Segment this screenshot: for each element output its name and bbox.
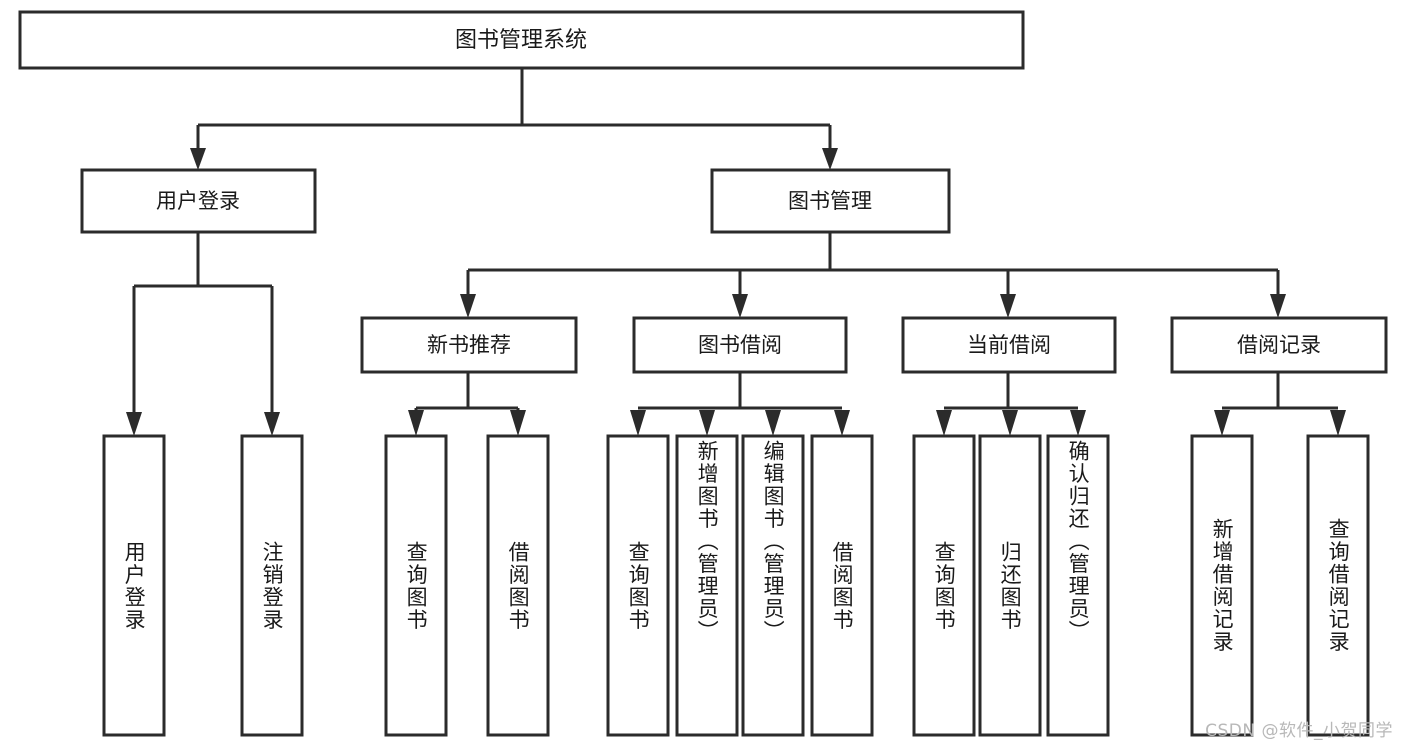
arrow-head-current-borrow xyxy=(1000,294,1016,318)
connectors-borrow-record-to-leaves xyxy=(1214,372,1346,436)
arrow-head-leaf-user-login xyxy=(126,412,142,436)
watermark-text: CSDN @软件_小贺同学 xyxy=(1205,721,1393,741)
leaf-box-logout[interactable] xyxy=(240,434,304,737)
leaf-box-cb-confirm-return[interactable] xyxy=(1046,434,1110,737)
arrow-head-new-book xyxy=(460,294,476,318)
connectors-new-book-to-leaves xyxy=(408,372,526,436)
arrow-head-bb-leaf-1 xyxy=(630,410,646,436)
leaf-box-nb-query-book[interactable] xyxy=(384,434,448,737)
arrow-head-bb-leaf-2 xyxy=(699,410,715,436)
connectors-book-manage-to-level3 xyxy=(460,232,1286,318)
arrow-head-cb-leaf-2 xyxy=(1002,410,1018,436)
node-current-borrow-box[interactable] xyxy=(901,316,1117,374)
leaf-box-bb-borrow-book[interactable] xyxy=(810,434,874,737)
leaf-box-br-add-record[interactable] xyxy=(1190,434,1254,737)
arrow-head-nb-leaf-1 xyxy=(408,410,424,436)
arrow-head-nb-leaf-2 xyxy=(510,410,526,436)
node-book-borrow[interactable]: 图书借阅 xyxy=(632,316,848,374)
arrow-head-user-login xyxy=(190,148,206,170)
node-book-manage-label: 图书管理 xyxy=(788,189,872,213)
leaf-box-bb-query-book[interactable] xyxy=(606,434,670,737)
node-book-manage[interactable]: 图书管理 xyxy=(710,168,951,234)
connectors-root-to-level2 xyxy=(190,68,838,170)
leaf-box-br-query-record[interactable] xyxy=(1306,434,1370,737)
arrow-head-book-manage xyxy=(822,148,838,170)
node-current-borrow-label: 当前借阅 xyxy=(967,333,1051,357)
node-root-box[interactable] xyxy=(18,10,1025,70)
node-book-borrow-box[interactable] xyxy=(632,316,848,374)
node-root-label: 图书管理系统 xyxy=(455,28,587,53)
node-book-manage-box[interactable] xyxy=(710,168,951,234)
connectors-book-borrow-to-leaves xyxy=(630,372,850,436)
leaf-box-user-login[interactable] xyxy=(102,434,166,737)
arrow-head-cb-leaf-3 xyxy=(1070,410,1086,436)
arrow-head-bb-leaf-4 xyxy=(834,410,850,436)
leaf-box-nb-borrow-book[interactable] xyxy=(486,434,550,737)
arrow-head-borrow-record xyxy=(1270,294,1286,318)
node-book-borrow-label: 图书借阅 xyxy=(698,333,782,357)
node-user-login-label: 用户登录 xyxy=(156,189,240,213)
node-borrow-record-box[interactable] xyxy=(1170,316,1388,374)
node-borrow-record[interactable]: 借阅记录 xyxy=(1170,316,1388,374)
arrow-head-br-leaf-2 xyxy=(1330,410,1346,436)
arrow-head-cb-leaf-1 xyxy=(936,410,952,436)
node-borrow-record-label: 借阅记录 xyxy=(1237,333,1321,357)
node-user-login-box[interactable] xyxy=(80,168,317,234)
leaf-box-cb-query-book[interactable] xyxy=(912,434,976,737)
arrow-head-leaf-logout xyxy=(264,412,280,436)
node-current-borrow[interactable]: 当前借阅 xyxy=(901,316,1117,374)
leaf-box-cb-return-book[interactable] xyxy=(978,434,1042,737)
node-user-login[interactable]: 用户登录 xyxy=(80,168,317,234)
arrow-head-br-leaf-1 xyxy=(1214,410,1230,436)
connectors-user-login-to-leaves xyxy=(126,232,280,436)
connectors-current-borrow-to-leaves xyxy=(936,372,1086,436)
arrow-head-bb-leaf-3 xyxy=(765,410,781,436)
node-new-book-recommend[interactable]: 新书推荐 xyxy=(360,316,578,374)
node-new-book-recommend-label: 新书推荐 xyxy=(427,333,511,357)
node-new-book-recommend-box[interactable] xyxy=(360,316,578,374)
node-root[interactable]: 图书管理系统 xyxy=(18,10,1025,70)
leaf-box-bb-edit-book[interactable] xyxy=(741,434,805,737)
arrow-head-book-borrow xyxy=(732,294,748,318)
leaf-box-bb-add-book[interactable] xyxy=(675,434,739,737)
